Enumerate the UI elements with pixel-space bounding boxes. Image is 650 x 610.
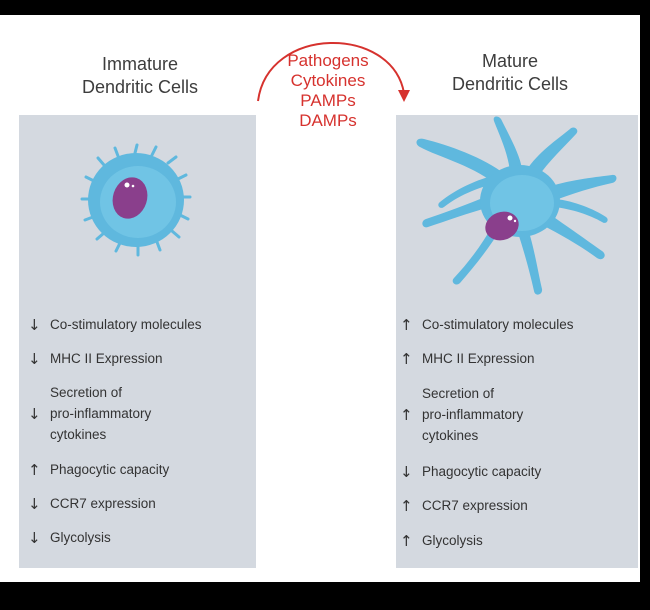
property-label-line: pro-inflammatory	[50, 406, 152, 421]
property-row: ↓ Phagocytic capacity	[400, 461, 541, 482]
property-row: ↓ MHC II Expression	[28, 348, 163, 369]
up-arrow-icon: ↑	[400, 496, 413, 515]
maturation-arrow	[257, 42, 410, 102]
up-arrow-icon: ↑	[400, 315, 413, 334]
immature-cell-illustration	[80, 143, 192, 257]
up-arrow-icon: ↑	[400, 405, 413, 424]
mature-title-line2: Dendritic Cells	[451, 74, 569, 94]
stimuli-list: Pathogens Cytokines PAMPs DAMPs	[268, 51, 388, 131]
stimulus-item: DAMPs	[299, 111, 357, 130]
up-arrow-icon: ↑	[28, 460, 41, 479]
stimulus-item: PAMPs	[300, 91, 356, 110]
property-row: ↑ Phagocytic capacity	[28, 459, 169, 480]
mature-title: Mature Dendritic Cells	[410, 50, 610, 96]
down-arrow-icon: ↓	[28, 404, 41, 423]
mature-title-line1: Mature	[481, 51, 539, 71]
stimulus-item: Cytokines	[290, 71, 366, 90]
property-label: Phagocytic capacity	[50, 462, 170, 477]
property-row: ↓ CCR7 expression	[28, 493, 156, 514]
property-row: ↑ MHC II Expression	[400, 348, 535, 369]
property-label: Co-stimulatory molecules	[50, 317, 202, 332]
property-label: Secretion of pro-inflammatory cytokines	[50, 382, 151, 445]
up-arrow-icon: ↑	[400, 349, 413, 368]
immature-title-line2: Dendritic Cells	[81, 77, 199, 97]
property-label: Glycolysis	[50, 530, 111, 545]
maturation-arrowhead-icon	[398, 90, 410, 102]
property-label-line: pro-inflammatory	[422, 407, 524, 422]
property-label: CCR7 expression	[422, 498, 528, 513]
maturation-arrow-curve	[257, 42, 405, 102]
property-row: ↓ Glycolysis	[28, 527, 111, 548]
property-label: Glycolysis	[422, 533, 483, 548]
down-arrow-icon: ↓	[28, 528, 41, 547]
up-arrow-icon: ↑	[400, 531, 413, 550]
stimulus-item: Pathogens	[287, 51, 369, 70]
down-arrow-icon: ↓	[28, 494, 41, 513]
property-row: ↑ CCR7 expression	[400, 495, 528, 516]
immature-title-line1: Immature	[101, 54, 179, 74]
property-row: ↑ Co-stimulatory molecules	[400, 314, 574, 335]
property-label: MHC II Expression	[422, 351, 535, 366]
property-label-line: cytokines	[50, 427, 107, 442]
property-label: MHC II Expression	[50, 351, 163, 366]
immature-title: Immature Dendritic Cells	[40, 53, 240, 99]
property-row: ↑ Glycolysis	[400, 530, 483, 551]
mature-cell-illustration	[416, 116, 617, 295]
down-arrow-icon: ↓	[28, 349, 41, 368]
immature-cell-nucleus	[112, 177, 148, 219]
property-label-line: Secretion of	[422, 386, 495, 401]
diagram-canvas: Immature Dendritic Cells Mature Dendriti…	[0, 15, 640, 582]
property-label-line: cytokines	[422, 428, 479, 443]
property-label: Phagocytic capacity	[422, 464, 542, 479]
property-label: CCR7 expression	[50, 496, 156, 511]
property-row: ↑ Secretion of pro-inflammatory cytokine…	[400, 383, 523, 446]
property-label: Co-stimulatory molecules	[422, 317, 574, 332]
property-label: Secretion of pro-inflammatory cytokines	[422, 383, 523, 446]
property-label-line: Secretion of	[50, 385, 123, 400]
property-row: ↓ Secretion of pro-inflammatory cytokine…	[28, 382, 151, 445]
property-row: ↓ Co-stimulatory molecules	[28, 314, 202, 335]
down-arrow-icon: ↓	[28, 315, 41, 334]
down-arrow-icon: ↓	[400, 462, 413, 481]
